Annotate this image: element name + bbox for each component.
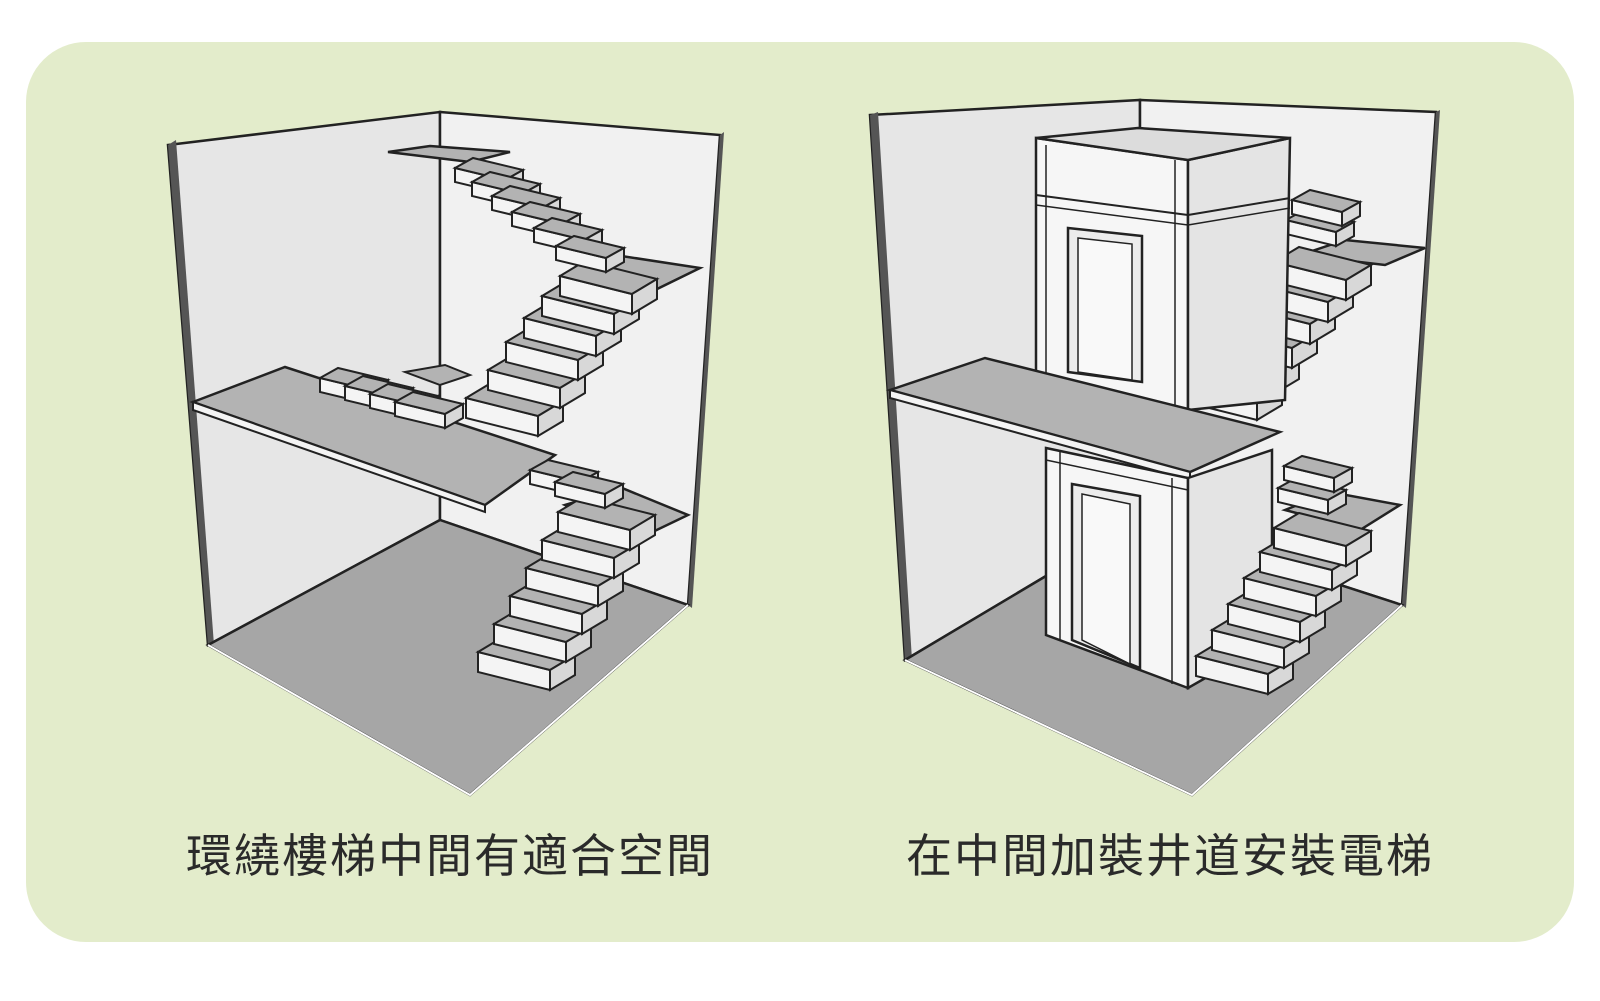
landing-upper <box>387 144 511 164</box>
elevator-shaft-lower <box>1044 446 1274 691</box>
elevator-shaft <box>1034 126 1292 412</box>
caption-left: 環繞樓梯中間有適合空間 <box>186 829 714 883</box>
stairwell-diagram-left <box>166 110 724 797</box>
stairwell-diagram-right <box>868 98 1440 797</box>
caption-right: 在中間加裝井道安裝電梯 <box>906 829 1434 883</box>
